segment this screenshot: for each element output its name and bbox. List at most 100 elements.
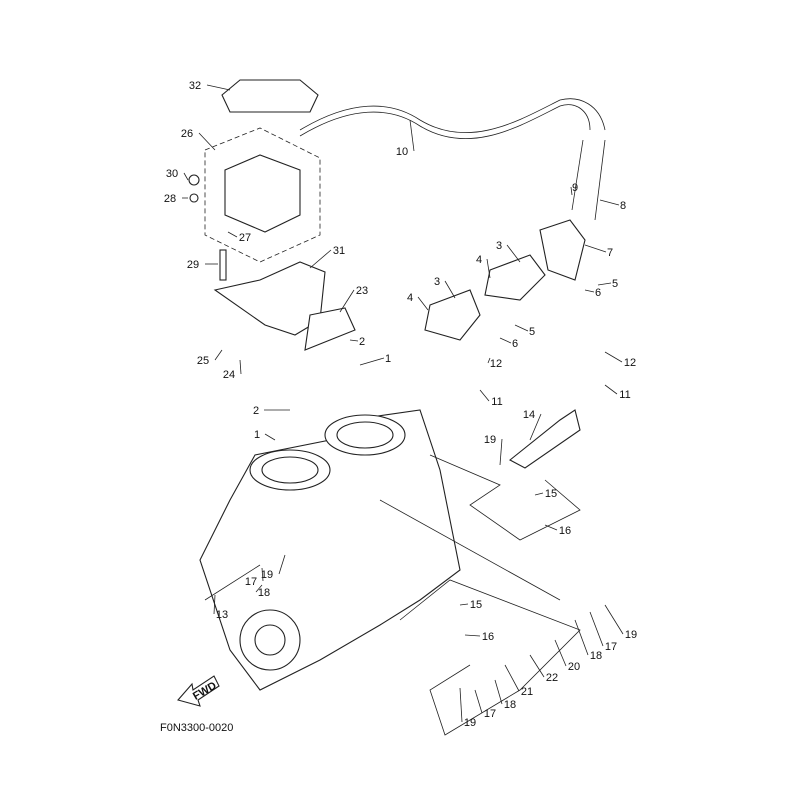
leader-line: [506, 244, 521, 263]
leader-line: [261, 567, 264, 582]
callout-12: 12: [490, 358, 502, 370]
callout-16: 16: [482, 631, 494, 643]
callout-4: 4: [407, 292, 413, 304]
cable-line: [299, 104, 591, 140]
callout-19: 19: [261, 569, 273, 581]
leader-line: [529, 654, 545, 678]
leader-line: [309, 249, 332, 269]
leader-line: [278, 554, 286, 575]
leader-line: [597, 282, 612, 286]
leader-line: [227, 231, 238, 238]
cable-line: [299, 98, 606, 134]
leader-line: [479, 389, 490, 402]
callout-31: 31: [333, 245, 345, 257]
leader-line: [183, 172, 189, 181]
leader-line: [499, 337, 512, 344]
leader-line: [574, 619, 589, 656]
leader-line: [417, 296, 429, 311]
callout-21: 21: [521, 686, 533, 698]
callout-11: 11: [491, 396, 502, 408]
callout-1: 1: [254, 429, 260, 441]
leader-line: [554, 639, 567, 667]
callout-25: 25: [197, 355, 209, 367]
callout-2: 2: [253, 405, 259, 417]
fwd-arrow-icon: FWD: [177, 675, 220, 707]
leader-line: [534, 492, 544, 496]
leader-line: [339, 289, 355, 313]
leader-line: [239, 359, 242, 375]
callout-5: 5: [529, 326, 535, 338]
callout-16: 16: [559, 525, 571, 537]
callout-4: 4: [476, 254, 482, 266]
leader-line: [349, 339, 359, 342]
electrical-box-part: [224, 154, 301, 233]
leader-line: [584, 244, 607, 253]
leader-line: [486, 258, 491, 279]
leader-line: [499, 438, 503, 466]
callout-5: 5: [612, 278, 618, 290]
leader-line: [599, 199, 620, 206]
electrical-box-group: [188, 79, 356, 351]
callout-2: 2: [359, 336, 365, 348]
callout-19: 19: [464, 717, 476, 729]
throttle-brackets: [424, 219, 586, 341]
callout-15: 15: [470, 599, 482, 611]
callout-10: 10: [396, 146, 408, 158]
cylinder-block: [199, 409, 581, 691]
cable-end: [594, 139, 606, 221]
leader-line: [474, 689, 483, 714]
callout-26: 26: [181, 128, 193, 140]
callout-23: 23: [356, 285, 368, 297]
callout-14: 14: [523, 409, 535, 421]
callout-6: 6: [595, 287, 601, 299]
callout-24: 24: [223, 369, 235, 381]
dashed-guides: [379, 454, 581, 736]
leader-line: [604, 604, 624, 635]
callout-6: 6: [512, 338, 518, 350]
callout-29: 29: [187, 259, 199, 271]
callout-30: 30: [166, 168, 178, 180]
callout-18: 18: [590, 650, 602, 662]
fwd-arrow-label: FWD: [191, 680, 219, 703]
leader-line: [504, 664, 520, 692]
leader-line: [409, 119, 415, 152]
leader-line: [214, 349, 223, 361]
callout-9: 9: [572, 182, 578, 194]
leader-line: [198, 132, 216, 151]
leader-line: [464, 634, 481, 637]
callout-18: 18: [504, 699, 516, 711]
callout-8: 8: [620, 200, 626, 212]
leader-line: [213, 594, 216, 615]
callout-20: 20: [568, 661, 580, 673]
callout-19: 19: [484, 434, 496, 446]
leader-line: [604, 351, 623, 363]
callout-17: 17: [484, 708, 496, 720]
bracket-part: [213, 261, 326, 336]
leader-line: [487, 357, 491, 364]
leader-line: [494, 679, 503, 705]
leader-line: [206, 84, 231, 91]
callout-17: 17: [245, 576, 257, 588]
callout-32: 32: [189, 80, 201, 92]
callout-19: 19: [625, 629, 637, 641]
leader-line: [444, 280, 456, 299]
stud-bolt-part: [219, 249, 227, 281]
callout-12: 12: [624, 357, 636, 369]
callout-18: 18: [258, 587, 270, 599]
cable-group: [299, 98, 606, 221]
callout-27: 27: [239, 232, 251, 244]
callout-3: 3: [496, 240, 502, 252]
leader-line: [570, 186, 573, 196]
nut-part: [188, 174, 200, 186]
callout-3: 3: [434, 276, 440, 288]
leader-line: [459, 687, 463, 723]
callout-22: 22: [546, 672, 558, 684]
leader-line: [529, 413, 542, 441]
callout-17: 17: [605, 641, 617, 653]
leader-line: [584, 289, 595, 293]
callout-7: 7: [607, 247, 613, 259]
leader-line: [264, 433, 276, 441]
